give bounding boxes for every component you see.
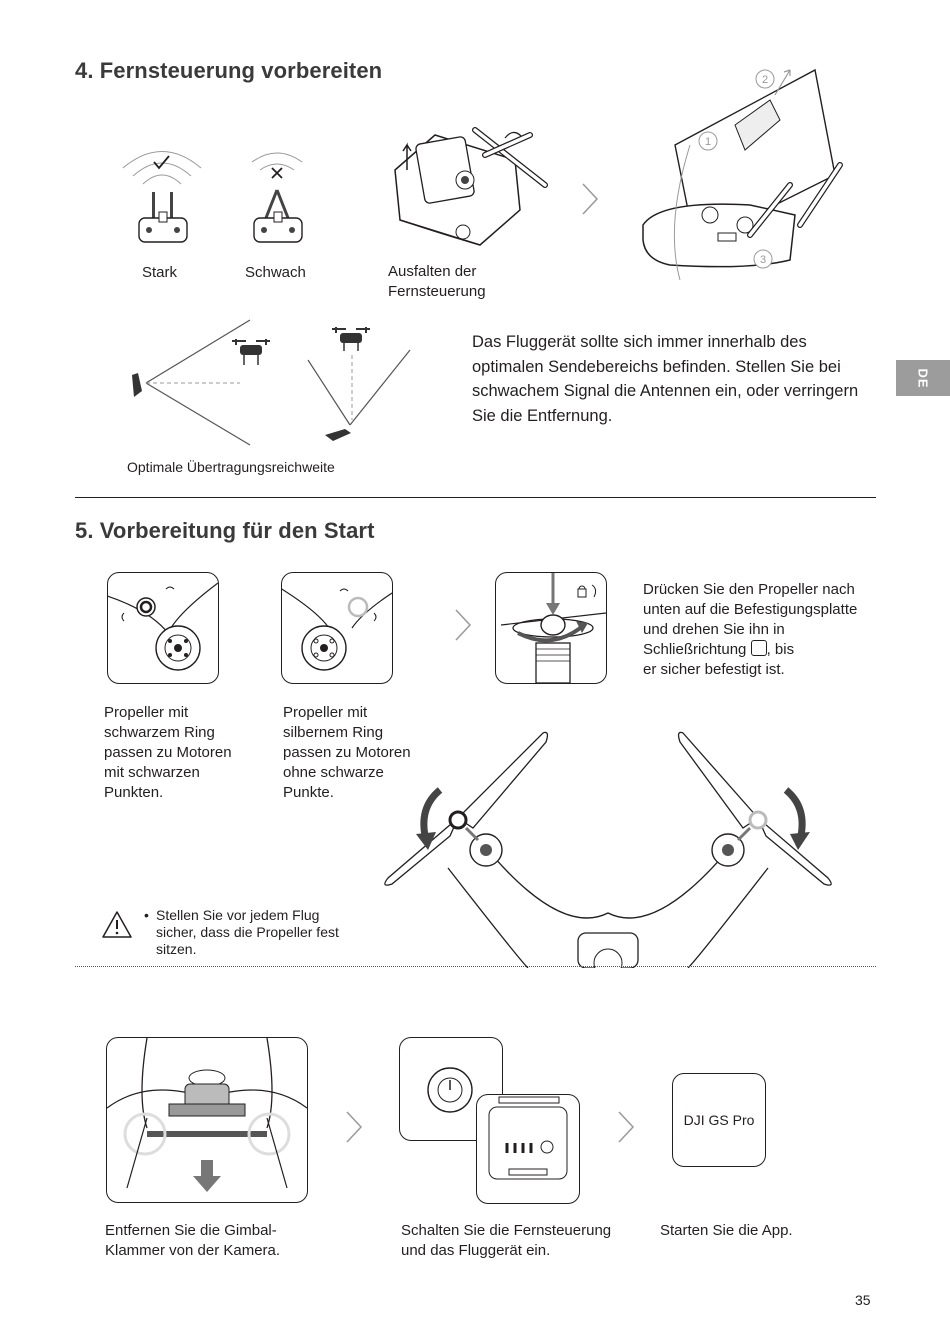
mount-instruction-line: er sicher befestigt ist. [643,660,857,680]
gimbal-clamp-illustration [106,1037,308,1203]
warning-icon [101,910,133,940]
warning-line: sitzen. [156,941,339,958]
unfold-label-line-1: Ausfalten der [388,262,486,282]
warning-line: Stellen Sie vor jedem Flug [156,907,339,924]
drone-propellers-illustration [378,728,843,968]
callout-3: 3 [760,254,766,266]
silver-ring-motor-illustration [281,572,393,684]
black-ring-line: passen zu Motoren [104,743,232,763]
language-tab: DE [896,360,950,396]
black-ring-line: schwarzem Ring [104,723,232,743]
power-line: und das Fluggerät ein. [401,1241,611,1261]
drone-icon [232,339,270,365]
range-description-line: optimalen Sendebereichs befinden. Stelle… [472,355,858,380]
language-tab-label: DE [916,368,931,388]
chevron-right-icon [344,1110,364,1144]
chevron-right-icon [580,182,600,216]
range-description-line: Sie die Entfernung. [472,404,858,429]
black-ring-line: Propeller mit [104,703,232,723]
range-description-line: schwachem Signal die Antennen ein, oder … [472,379,858,404]
section-5-heading: 5. Vorbereitung für den Start [75,518,375,544]
gimbal-line: Entfernen Sie die Gimbal- [105,1221,280,1241]
black-ring-line: Punkten. [104,783,232,803]
power-line: Schalten Sie die Fernsteuerung [401,1221,611,1241]
warning-item: Stellen Sie vor jedem Flug sicher, dass … [156,907,339,958]
range-caption: Optimale Übertragungsreichweite [127,459,335,476]
app-description: Starten Sie die App. [660,1221,793,1241]
strong-label: Stark [142,263,177,283]
callout-2: 2 [762,74,768,86]
remote-controller-icon [132,373,142,397]
silver-ring-line: Propeller mit [283,703,411,723]
power-description: Schalten Sie die Fernsteuerung und das F… [401,1221,611,1261]
mount-instruction-line: Schließrichtung , bis [643,640,857,660]
section-4-heading: 4. Fernsteuerung vorbereiten [75,58,382,84]
propeller-mount-illustration [495,572,607,684]
rc-device-holder-illustration: 1 2 3 [640,55,855,295]
mount-instruction-text: , bis [767,641,795,658]
transmission-range-illustration [120,315,420,455]
range-description: Das Fluggerät sollte sich immer innerhal… [472,330,858,428]
mount-instruction-line: und drehen Sie ihn in [643,620,857,640]
unfold-label-line-2: Fernsteuerung [388,282,486,302]
chevron-right-icon [616,1110,636,1144]
mount-instruction-line: unten auf die Befestigungsplatte [643,600,857,620]
dotted-divider [75,966,876,967]
black-ring-line: mit schwarzen [104,763,232,783]
app-name: DJI GS Pro [684,1112,755,1128]
gimbal-line: Klammer von der Kamera. [105,1241,280,1261]
remote-controller-icon [325,429,351,441]
callout-1: 1 [705,136,711,148]
rc-weak-signal-illustration [230,140,325,250]
black-ring-description: Propeller mit schwarzem Ring passen zu M… [104,703,232,803]
chevron-right-icon [453,608,473,642]
mount-instruction: Drücken Sie den Propeller nach unten auf… [643,580,857,680]
gimbal-description: Entfernen Sie die Gimbal- Klammer von de… [105,1221,280,1261]
drone-icon [332,327,370,351]
page-number: 35 [855,1292,871,1309]
rc-unfold-illustration [385,110,555,260]
unfold-label: Ausfalten der Fernsteuerung [388,262,486,302]
weak-label: Schwach [245,263,306,283]
rc-strong-signal-illustration [115,140,210,250]
warning-list: Stellen Sie vor jedem Flug sicher, dass … [142,907,339,958]
lock-direction-icon [751,640,767,656]
mount-instruction-text: Schließrichtung [643,641,751,658]
range-description-line: Das Fluggerät sollte sich immer innerhal… [472,330,858,355]
app-icon: DJI GS Pro [672,1073,766,1167]
black-ring-motor-illustration [107,572,219,684]
mount-instruction-line: Drücken Sie den Propeller nach [643,580,857,600]
lock-icon [578,589,586,597]
battery-illustration [476,1094,580,1204]
section-divider [75,497,876,498]
warning-line: sicher, dass die Propeller fest [156,924,339,941]
